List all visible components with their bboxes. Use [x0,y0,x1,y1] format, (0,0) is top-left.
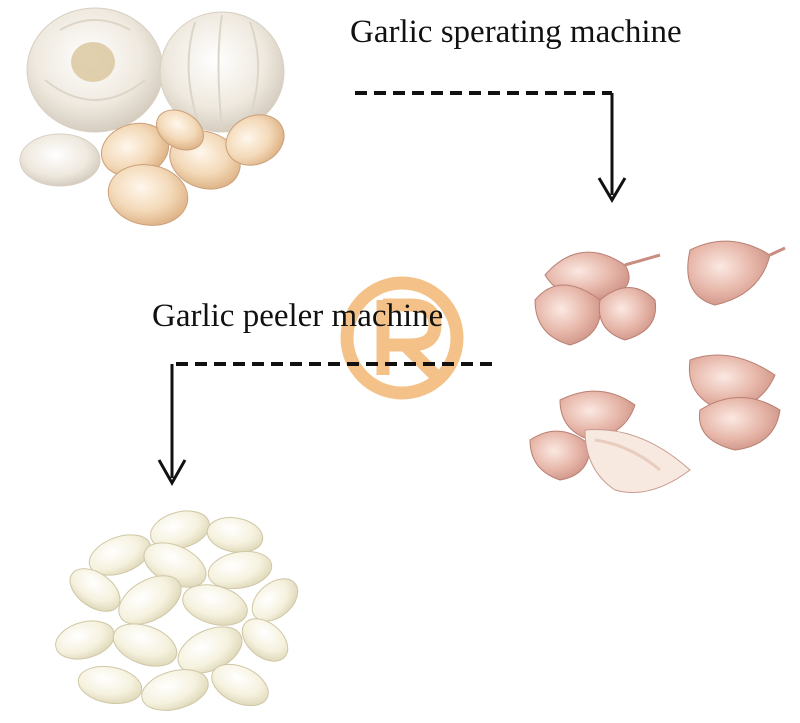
arrow-peeling-step [157,362,492,487]
whole-garlic-bulbs-image [19,7,285,226]
separated-unpeeled-cloves-image [529,240,786,493]
peeled-garlic-cloves-image [55,510,299,711]
separating-machine-label: Garlic sperating machine [350,14,682,50]
orange-r-logo-watermark [340,276,464,400]
arrow-separating-step [355,91,627,203]
peeler-machine-label: Garlic peeler machine [152,298,444,334]
